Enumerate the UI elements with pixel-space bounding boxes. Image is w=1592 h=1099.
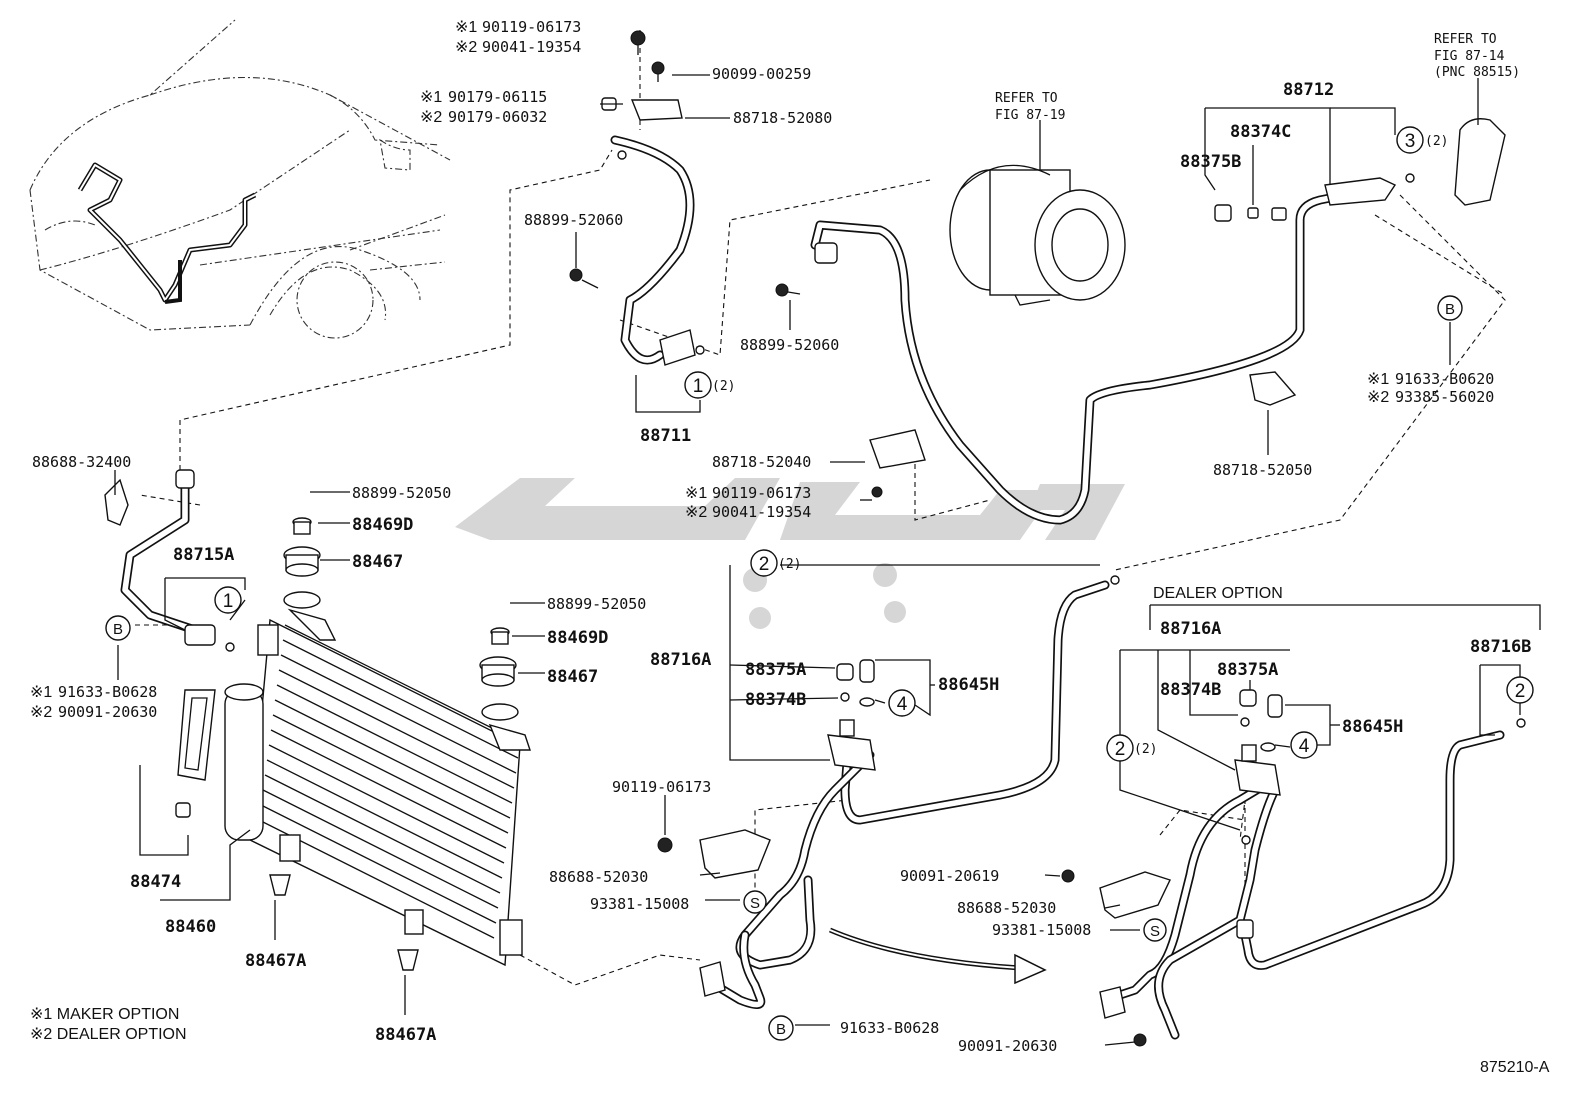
- part-label: 90119-06173: [482, 18, 581, 36]
- part-label: 88375A: [745, 660, 806, 680]
- part-label: 88469D: [352, 515, 413, 535]
- reference-note: FIG 87-19: [995, 108, 1065, 123]
- part-label: 88374B: [745, 690, 806, 710]
- reference-note: REFER TO: [1434, 32, 1497, 47]
- part-label: 88718-52080: [733, 109, 832, 127]
- circle-3: 3: [1405, 131, 1416, 152]
- part-label: 90179-06032: [448, 108, 547, 126]
- compressor: [949, 164, 1126, 306]
- part-label: 88718-52040: [712, 453, 811, 471]
- part-label: 90091-20619: [900, 867, 999, 885]
- qty-marker: (2): [712, 379, 735, 394]
- part-label: 90091-20630: [958, 1037, 1057, 1055]
- circle-4: 4: [897, 694, 908, 715]
- marker-2: ※2: [1367, 389, 1389, 406]
- marker-1: ※1: [685, 485, 707, 502]
- part-label: 90099-00259: [712, 65, 811, 83]
- part-label: 88688-52030: [549, 868, 648, 886]
- marker-1: ※1: [1367, 371, 1389, 388]
- figure-number: 875210-A: [1480, 1059, 1550, 1076]
- part-label: 88716A: [1160, 619, 1221, 639]
- part-label: 90041-19354: [712, 503, 811, 521]
- part-label: 90091-20630: [58, 703, 157, 721]
- reference-note: FIG 87-14: [1434, 49, 1505, 64]
- part-label: 88474: [130, 872, 181, 892]
- part-label: 88469D: [547, 628, 608, 648]
- marker-2: ※2: [420, 109, 442, 126]
- part-label: 91633-B0628: [58, 683, 157, 701]
- part-label: 88899-52060: [740, 336, 839, 354]
- marker-1: ※1: [30, 684, 52, 701]
- circle-s: S: [750, 895, 760, 912]
- part-label: 93381-15008: [992, 921, 1091, 939]
- part-label: 88375A: [1217, 660, 1278, 680]
- part-label: 88716B: [1470, 637, 1531, 657]
- reference-note: (PNC 88515): [1434, 65, 1520, 80]
- part-label: 88645H: [1342, 717, 1403, 737]
- marker-2: ※2: [685, 504, 707, 521]
- qty-marker: (2): [1425, 134, 1448, 149]
- qty-marker: (2): [778, 557, 801, 572]
- part-label: 91633-B0628: [840, 1019, 939, 1037]
- circle-2: 2: [759, 554, 770, 575]
- circle-b: B: [113, 621, 123, 638]
- part-label: 88467: [547, 667, 598, 687]
- pipes: [120, 135, 1505, 1040]
- circle-2: 2: [1515, 681, 1526, 702]
- part-label: 88899-52060: [524, 211, 623, 229]
- marker-2: ※2: [30, 704, 52, 721]
- vehicle-outline: [29, 19, 451, 339]
- legend-dealer-option: ※2 DEALER OPTION: [30, 1026, 187, 1043]
- part-label: 88899-52050: [547, 595, 646, 613]
- part-label: 90119-06173: [712, 484, 811, 502]
- circle-4: 4: [1299, 736, 1310, 757]
- part-labels: ※1 90119-06173 ※2 90041-19354 90099-0025…: [30, 18, 1531, 1055]
- small-hardware: [104, 30, 1526, 1047]
- part-label: 91633-B0620: [1395, 370, 1494, 388]
- part-label: 88899-52050: [352, 484, 451, 502]
- part-label: 90119-06173: [612, 778, 711, 796]
- circle-1: 1: [693, 376, 704, 397]
- part-label: 88374B: [1160, 680, 1221, 700]
- marker-1: ※1: [455, 19, 477, 36]
- circle-2: 2: [1115, 739, 1126, 760]
- part-label: 88715A: [173, 545, 234, 565]
- part-label: 88374C: [1230, 122, 1291, 142]
- part-label: 88467: [352, 552, 403, 572]
- part-label: 90179-06115: [448, 88, 547, 106]
- marker-2: ※2: [455, 39, 477, 56]
- leader-lines: [114, 74, 1541, 1046]
- part-label: 88467A: [245, 951, 306, 971]
- circle-b: B: [776, 1021, 786, 1038]
- part-label: 93381-15008: [590, 895, 689, 913]
- part-label: 88460: [165, 917, 216, 937]
- part-label: 88716A: [650, 650, 711, 670]
- condenser: [224, 608, 531, 967]
- flow-arrow: [829, 927, 1047, 985]
- part-label: 90041-19354: [482, 38, 581, 56]
- part-label: 88645H: [938, 675, 999, 695]
- circle-s: S: [1150, 923, 1160, 940]
- seal-strip-88474: [177, 689, 216, 781]
- legend: ※1 MAKER OPTION ※2 DEALER OPTION: [30, 1006, 187, 1043]
- legend-maker-option: ※1 MAKER OPTION: [30, 1006, 179, 1023]
- circle-1: 1: [223, 591, 234, 612]
- part-label: 88688-32400: [32, 453, 131, 471]
- part-label: 88712: [1283, 80, 1334, 100]
- circle-b: B: [1445, 301, 1455, 318]
- part-label: 88711: [640, 426, 691, 446]
- part-label: 88718-52050: [1213, 461, 1312, 479]
- part-label: 88688-52030: [957, 899, 1056, 917]
- part-label: 88375B: [1180, 152, 1241, 172]
- quantity-markers: (2) (2) (2) (2): [712, 134, 1448, 757]
- qty-marker: (2): [1134, 742, 1157, 757]
- callout-circles: 1 3 B 1 B 2 4 S B 2 4 2 S: [105, 126, 1534, 1041]
- reference-note: REFER TO: [995, 91, 1058, 106]
- part-label: 88467A: [375, 1025, 436, 1045]
- part-label: 93385-56020: [1395, 388, 1494, 406]
- dealer-option-header: DEALER OPTION: [1153, 585, 1283, 602]
- cushions: [269, 517, 519, 971]
- marker-1: ※1: [420, 89, 442, 106]
